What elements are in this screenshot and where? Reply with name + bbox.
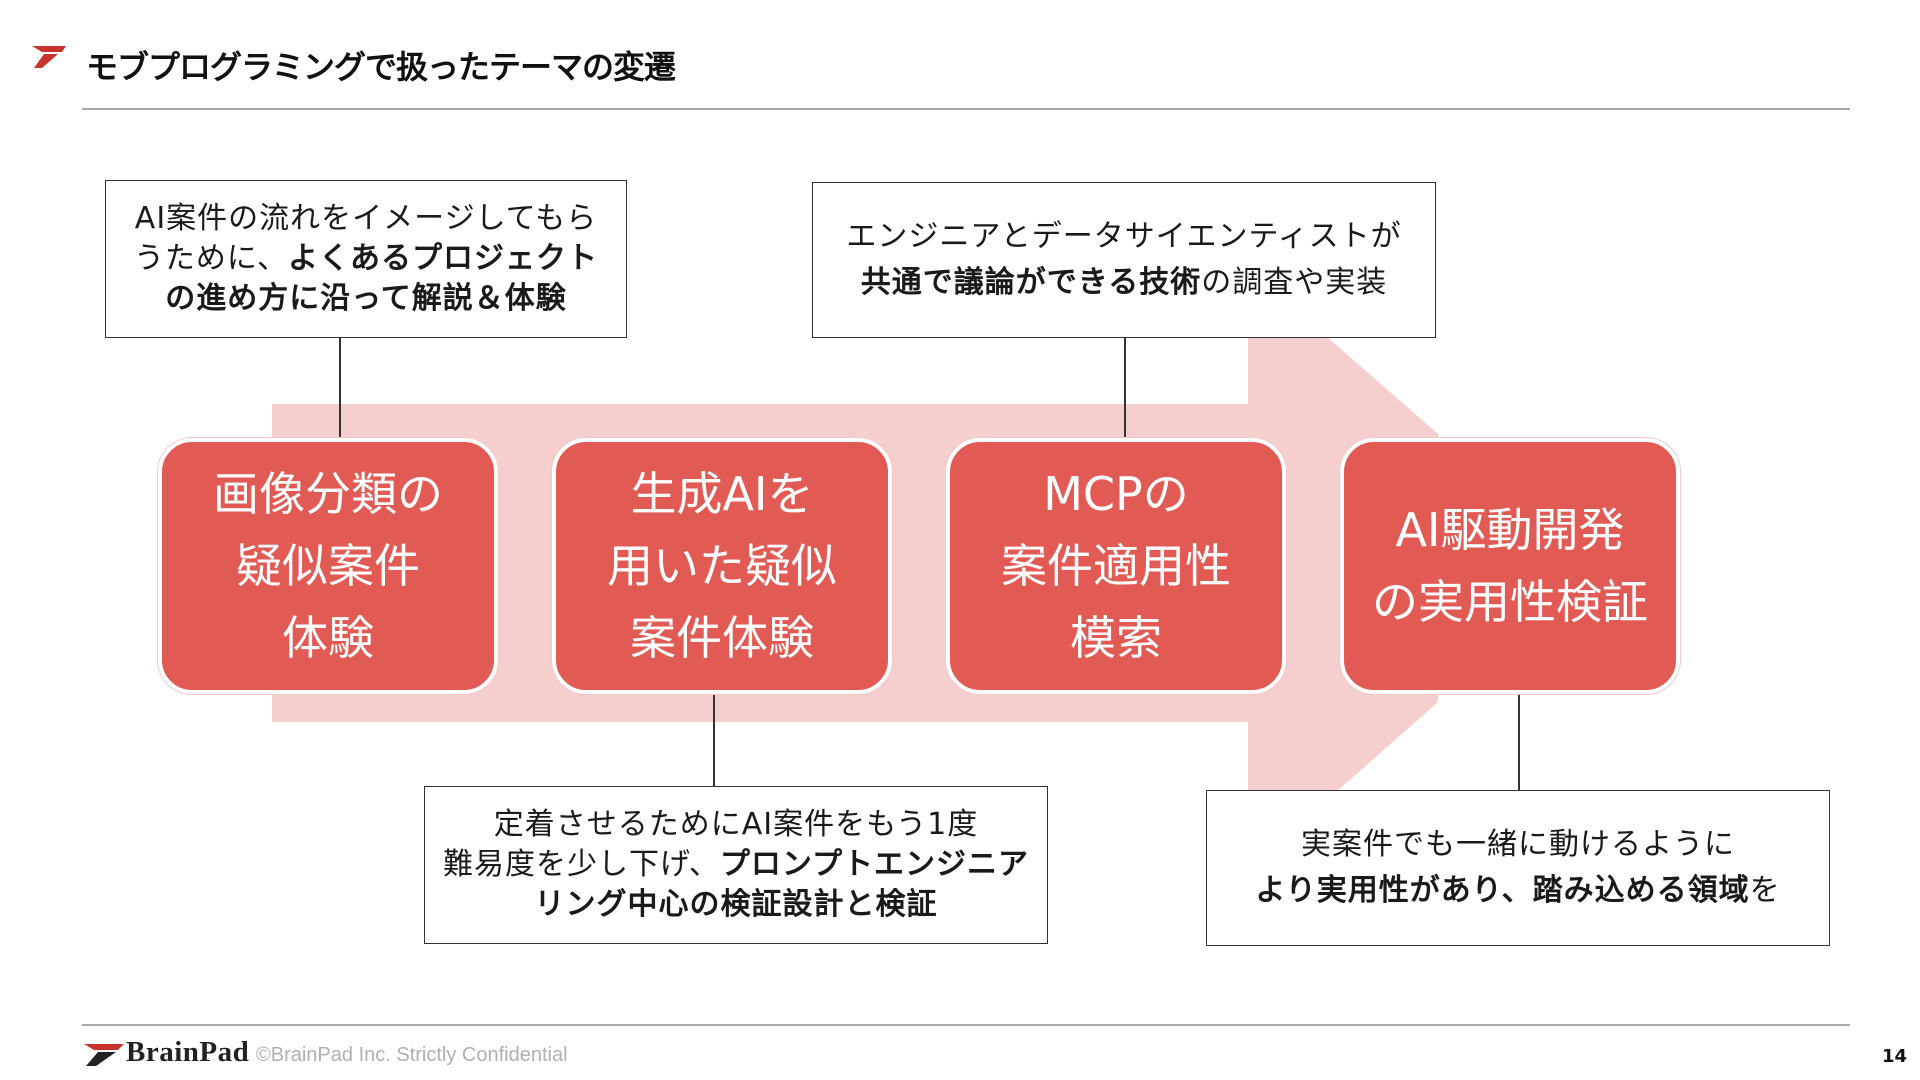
note-emphasis: より実用性があり、踏み込める領域 (1255, 873, 1750, 908)
footer-brand: BrainPad (126, 1036, 250, 1068)
note-line: 定着させるためにAI案件をもう1度 (493, 807, 979, 842)
step-label: MCPの 案件適用性 模索 (1001, 467, 1231, 665)
note-text: うために、 (133, 241, 289, 276)
note-text: を (1749, 873, 1781, 908)
note-emphasis: リング中心の検証設計と検証 (534, 887, 938, 922)
brainpad-chevron-logo-icon (32, 46, 66, 68)
footer-logo-icon (84, 1044, 124, 1066)
note-emphasis: の進め方に沿って解説＆体験 (165, 281, 567, 316)
step-box-mcp: MCPの 案件適用性 模索 (946, 438, 1286, 694)
step-label: 画像分類の 疑似案件 体験 (213, 467, 443, 665)
note-text: 難易度を少し下げ、 (442, 847, 720, 882)
note-line: 実案件でも一緒に動けるように (1300, 827, 1735, 862)
note-box-1: AI案件の流れをイメージしてもら うために、よくあるプロジェクト の進め方に沿っ… (105, 180, 627, 338)
note-box-3: エンジニアとデータサイエンティストが 共通で議論ができる技術の調査や実装 (812, 182, 1436, 338)
step-box-image-classification: 画像分類の 疑似案件 体験 (158, 438, 498, 694)
step-box-ai-driven-dev: AI駆動開発 の実用性検証 (1340, 438, 1680, 694)
note-box-2: 定着させるためにAI案件をもう1度 難易度を少し下げ、プロンプトエンジニア リン… (424, 786, 1048, 944)
step-box-generative-ai: 生成AIを 用いた疑似 案件体験 (552, 438, 892, 694)
connector-line-2 (713, 694, 715, 786)
note-text: の調査や実装 (1201, 265, 1388, 300)
page-number: 14 (1882, 1046, 1908, 1067)
page-title: モブプログラミングで扱ったテーマの変遷 (86, 48, 676, 86)
footer-copyright: ©BrainPad Inc. Strictly Confidential (256, 1044, 568, 1066)
note-emphasis: よくあるプロジェクト (288, 241, 599, 276)
note-line: エンジニアとデータサイエンティストが (846, 219, 1402, 254)
connector-line-1 (339, 338, 341, 442)
note-box-4: 実案件でも一緒に動けるように より実用性があり、踏み込める領域を (1206, 790, 1830, 946)
note-line: AI案件の流れをイメージしてもら (134, 201, 598, 236)
footer-divider (82, 1024, 1850, 1026)
header-divider (82, 108, 1850, 110)
step-label: AI駆動開発 の実用性検証 (1372, 503, 1648, 629)
connector-line-4 (1518, 688, 1520, 790)
step-label: 生成AIを 用いた疑似 案件体験 (607, 467, 837, 665)
connector-line-3 (1124, 338, 1126, 442)
note-emphasis: プロンプトエンジニア (719, 847, 1029, 882)
note-emphasis: 共通で議論ができる技術 (860, 265, 1202, 300)
